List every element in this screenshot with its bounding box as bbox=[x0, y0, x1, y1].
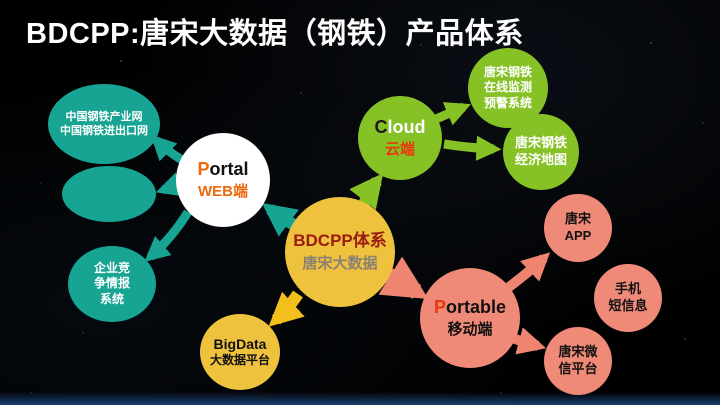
hub-subtitle: WEB端 bbox=[198, 183, 248, 201]
hub-subtitle: 大数据平台 bbox=[209, 353, 270, 368]
node-text: 经济地图 bbox=[514, 152, 567, 167]
arrow-center-to-cloud bbox=[349, 173, 384, 210]
node-competitive-intel: 企业竞 争情报 系统 bbox=[68, 246, 156, 322]
center-subtitle: 唐宋大数据 bbox=[302, 255, 378, 273]
hub-rest: ortal bbox=[209, 159, 249, 180]
node-text: 唐宋钢铁 bbox=[514, 135, 567, 151]
hub-title: Cloud bbox=[375, 116, 426, 139]
node-industry-websites: 中国钢铁产业网 中国钢铁进出口网 bbox=[48, 84, 160, 164]
node-text: 系统 bbox=[99, 291, 124, 306]
hub-portal-web: Portal WEB端 bbox=[176, 133, 270, 227]
slide-title: BDCPP:唐宋大数据（钢铁）产品体系 bbox=[26, 18, 524, 50]
arrow-portable-to-app bbox=[505, 252, 551, 291]
center-title: BDCPP体系 bbox=[293, 231, 387, 251]
hub-subtitle: 云端 bbox=[384, 141, 415, 159]
node-economic-map: 唐宋钢铁 经济地图 bbox=[503, 114, 579, 190]
arrow-portable-to-wechat bbox=[510, 327, 547, 355]
hub-title: Portal bbox=[197, 158, 248, 181]
horizon-glow bbox=[0, 392, 720, 405]
node-text: 唐宋 bbox=[564, 211, 591, 227]
node-online-monitoring: 唐宋钢铁 在线监测 预警系统 bbox=[468, 48, 548, 128]
hub-portable-mobile: Portable 移动端 bbox=[420, 268, 520, 368]
node-text: 手机 bbox=[614, 281, 641, 297]
hub-initial: P bbox=[433, 297, 446, 318]
node-text: 信平台 bbox=[558, 361, 598, 376]
center-node-bdcpp: BDCPP体系 唐宋大数据 bbox=[285, 197, 395, 307]
node-text: APP bbox=[564, 228, 592, 243]
node-text: 争情报 bbox=[93, 276, 130, 291]
hub-rest: ortable bbox=[446, 297, 507, 318]
node-text: 唐宋微 bbox=[558, 344, 598, 360]
node-text: 企业竞 bbox=[93, 260, 130, 275]
hub-title: BigData bbox=[213, 336, 267, 353]
hub-bigdata-platform: BigData 大数据平台 bbox=[200, 314, 280, 390]
node-app: 唐宋 APP bbox=[544, 194, 612, 262]
hub-title: Portable bbox=[434, 296, 506, 319]
hub-cloud: Cloud 云端 bbox=[358, 96, 442, 180]
node-text: 在线监测 bbox=[483, 80, 532, 95]
node-text: 唐宋钢铁 bbox=[483, 64, 532, 79]
arrow-cloud-to-monitoring bbox=[434, 102, 471, 126]
node-wechat-platform: 唐宋微 信平台 bbox=[544, 327, 612, 395]
node-text: 中国钢铁产业网 bbox=[65, 110, 143, 123]
hub-initial: C bbox=[374, 117, 388, 138]
arrow-center-to-bigdata bbox=[268, 290, 305, 327]
hub-subtitle: 移动端 bbox=[447, 321, 493, 339]
node-sms: 手机 短信息 bbox=[594, 264, 662, 332]
arrow-portal-to-industry-sites bbox=[150, 134, 185, 164]
node-text: 短信息 bbox=[608, 298, 648, 313]
node-empty-teal bbox=[62, 166, 156, 222]
arrow-cloud-to-economic-map bbox=[443, 135, 502, 161]
hub-rest: loud bbox=[387, 117, 426, 138]
hub-initial: P bbox=[197, 159, 210, 180]
arrow-portal-to-competitive-intel bbox=[144, 209, 192, 262]
node-text: 中国钢铁进出口网 bbox=[60, 125, 148, 137]
node-text: 预警系统 bbox=[483, 95, 532, 110]
arrow-center-to-portable bbox=[378, 256, 429, 300]
